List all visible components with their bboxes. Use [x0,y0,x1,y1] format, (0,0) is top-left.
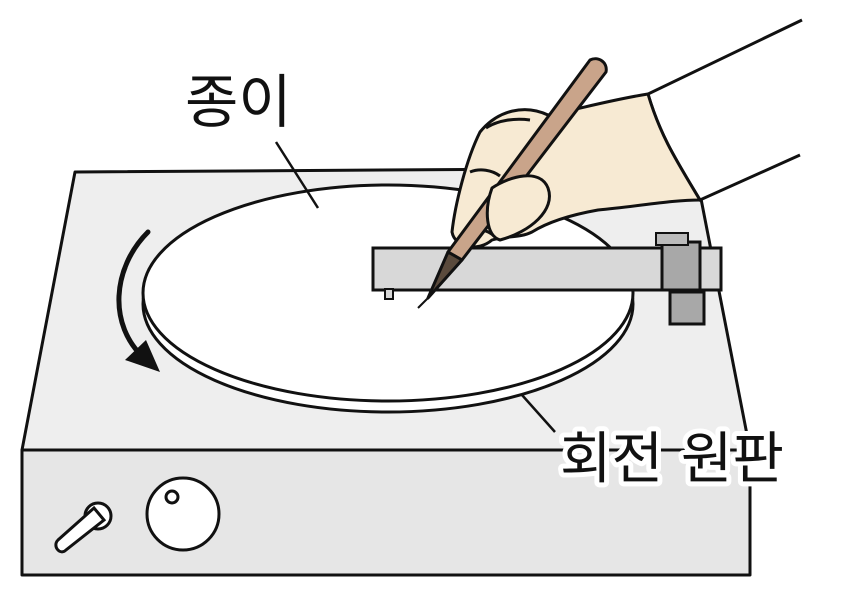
rotating-disk-label: 회전 원판 [560,427,784,492]
paper-label: 종이 [185,68,292,136]
knob-icon [145,476,221,552]
paper-leader-line [274,141,320,209]
device-front-panel [20,448,752,577]
rotation-arrow-icon [116,229,160,372]
ruler-clamp [660,240,702,292]
ruler-clamp-cap [655,232,689,246]
ruler-post [668,290,706,326]
ruler-arm [371,232,723,326]
ruler-tab-left [384,288,394,300]
disk-leader-line [521,394,556,433]
toggle-switch-icon [54,501,113,554]
hand-thumb [485,174,551,242]
